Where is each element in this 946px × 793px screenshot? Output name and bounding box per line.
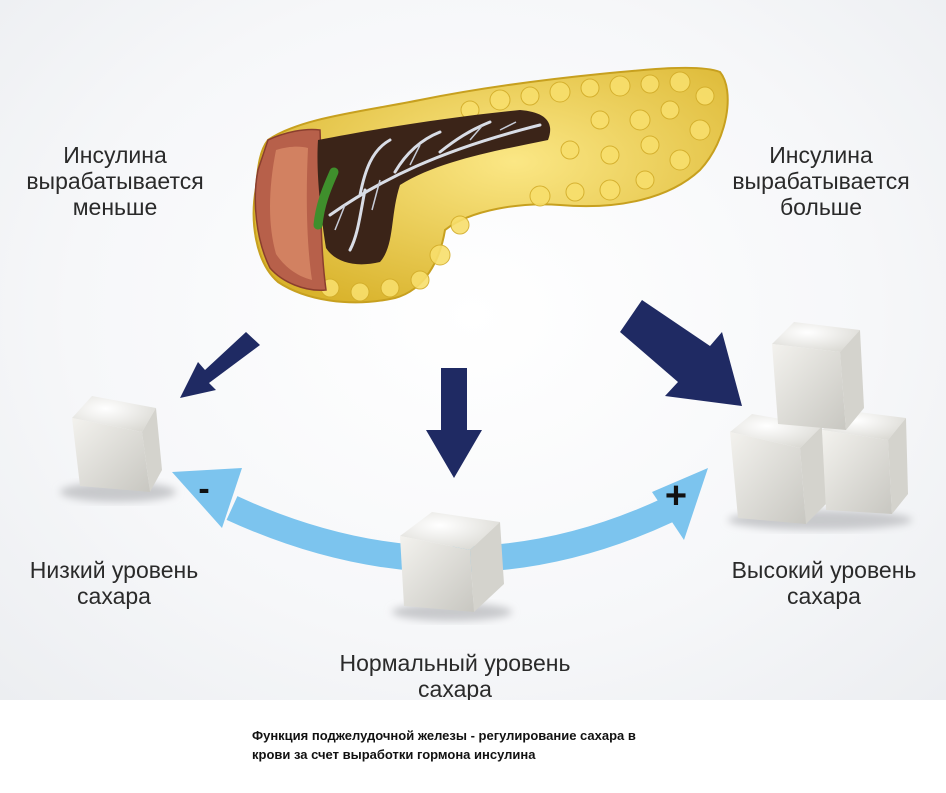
sugar-cube-stack-high (728, 322, 912, 530)
label-high-sugar: Высокий уровень сахара (731, 557, 917, 609)
arrow-to-low-sugar (180, 332, 260, 398)
diagram-panel: - + Инсулина вырабатывается меньше Инсул… (0, 0, 946, 700)
pancreas-illustration (252, 66, 729, 304)
label-more-insulin: Инсулина вырабатывается больше (732, 142, 910, 220)
sugar-cube-normal (392, 512, 512, 621)
label-less-insulin: Инсулина вырабатывается меньше (26, 142, 204, 220)
plus-sign: + (665, 475, 687, 517)
minus-sign: - (198, 470, 209, 508)
label-low-sugar: Низкий уровень сахара (29, 557, 199, 609)
sugar-cube-low (60, 396, 176, 502)
diagram-artwork: - + (60, 66, 912, 621)
arrow-to-normal-sugar (426, 368, 482, 478)
arrow-to-high-sugar (620, 300, 742, 406)
figure-caption: Функция поджелудочной железы - регулиров… (252, 728, 636, 762)
label-normal-sugar: Нормальный уровень сахара (339, 650, 571, 700)
